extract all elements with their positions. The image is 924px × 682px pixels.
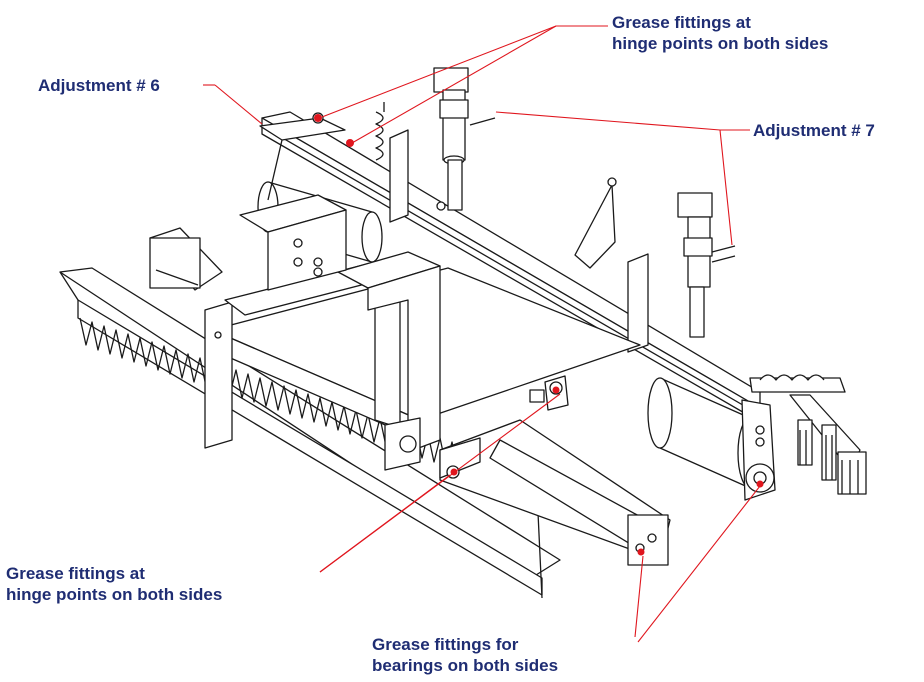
grease-fitting-bearing-right — [756, 480, 764, 488]
callout-grease-bearings-line2: bearings on both sides — [372, 656, 559, 675]
leader-adjustment-6 — [203, 84, 263, 125]
front-hitch-frame — [239, 194, 441, 471]
front-roller — [439, 419, 671, 566]
left-spring — [375, 102, 385, 161]
callout-grease-top-line1: Grease fittings at — [612, 13, 751, 32]
callout-adjustment-7: Adjustment # 7 — [753, 120, 875, 141]
callout-adjustment-7-label: Adjustment # 7 — [753, 121, 875, 140]
callout-grease-bottom-left: Grease fittings at hinge points on both … — [6, 563, 222, 605]
leader-adjustment-7 — [495, 111, 750, 246]
callout-grease-bearings: Grease fittings for bearings on both sid… — [372, 634, 558, 676]
callout-grease-bearings-line1: Grease fittings for — [372, 635, 519, 654]
front-tooth-skirt — [59, 267, 561, 599]
callout-grease-bottom-left-line2: hinge points on both sides — [6, 585, 223, 604]
grease-fitting-left-hinge-1 — [314, 114, 322, 122]
grease-fitting-left-hinge-2 — [346, 139, 354, 147]
right-end-plate — [741, 399, 776, 501]
grease-fitting-front-hinge-right — [552, 386, 560, 394]
callout-grease-top-line2: hinge points on both sides — [612, 34, 829, 53]
callout-adjustment-6-label: Adjustment # 6 — [38, 76, 160, 95]
grease-fitting-bearing-front — [637, 548, 645, 556]
left-side-hood — [149, 227, 223, 291]
leader-grease-top — [321, 25, 608, 144]
leader-grease-bottom-left — [319, 393, 561, 573]
right-upright-post — [627, 192, 736, 353]
callout-adjustment-6: Adjustment # 6 — [38, 75, 160, 96]
callout-grease-bottom-left-line1: Grease fittings at — [6, 564, 145, 583]
leader-grease-bearings — [634, 485, 761, 643]
rear-center-plate — [574, 177, 617, 269]
callout-grease-top: Grease fittings at hinge points on both … — [612, 12, 828, 54]
right-spring-brush-assembly — [749, 374, 867, 495]
